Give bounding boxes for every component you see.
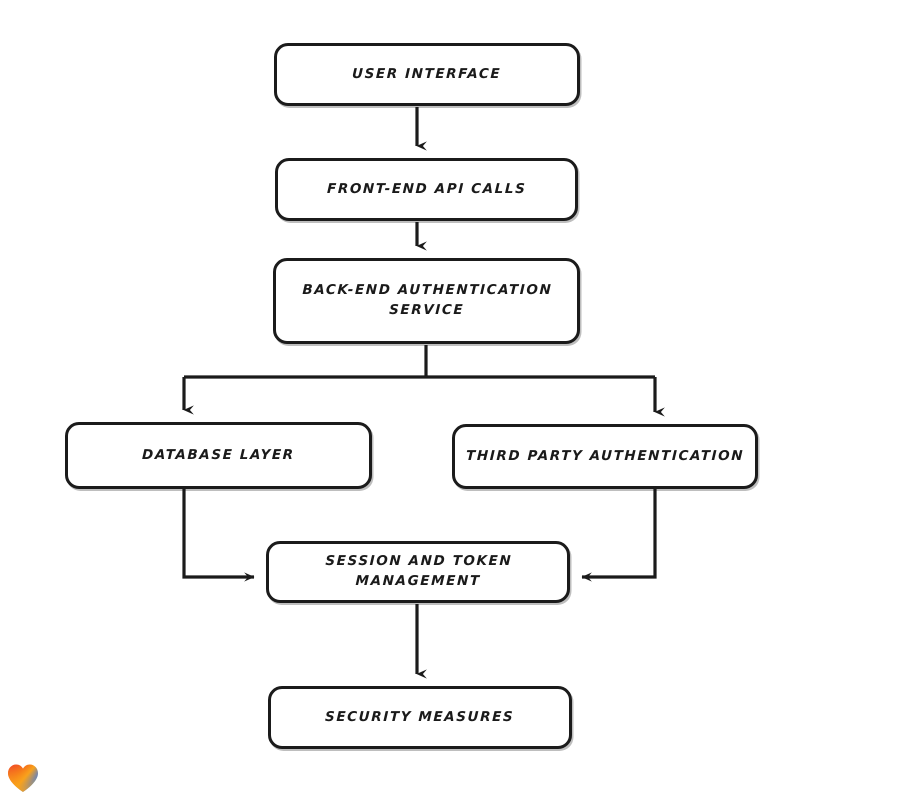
node-backend-authentication-service-label: Back-End Authentication Service bbox=[301, 282, 553, 318]
node-session-and-token-management[interactable]: Session and Token Management bbox=[266, 541, 570, 603]
heart-icon bbox=[8, 764, 38, 792]
node-database-layer-label: Database Layer bbox=[141, 446, 296, 463]
node-database-layer[interactable]: Database Layer bbox=[65, 422, 372, 489]
node-security-measures-label: Security Measures bbox=[325, 708, 515, 725]
node-third-party-authentication-label: Third Party Authentication bbox=[465, 447, 745, 464]
node-session-and-token-management-label: Session and Token Management bbox=[324, 553, 513, 589]
edge-third-party-auth-to-session-token bbox=[581, 489, 657, 582]
node-frontend-api-calls[interactable]: Front-End API Calls bbox=[275, 158, 578, 221]
node-frontend-api-calls-label: Front-End API Calls bbox=[326, 180, 527, 197]
node-third-party-authentication[interactable]: Third Party Authentication bbox=[452, 424, 758, 489]
node-backend-authentication-service[interactable]: Back-End Authentication Service bbox=[273, 258, 580, 344]
edge-database-layer-to-session-token bbox=[182, 489, 255, 582]
node-user-interface-label: User Interface bbox=[352, 65, 502, 82]
node-user-interface[interactable]: User Interface bbox=[274, 43, 580, 106]
node-security-measures[interactable]: Security Measures bbox=[268, 686, 572, 749]
